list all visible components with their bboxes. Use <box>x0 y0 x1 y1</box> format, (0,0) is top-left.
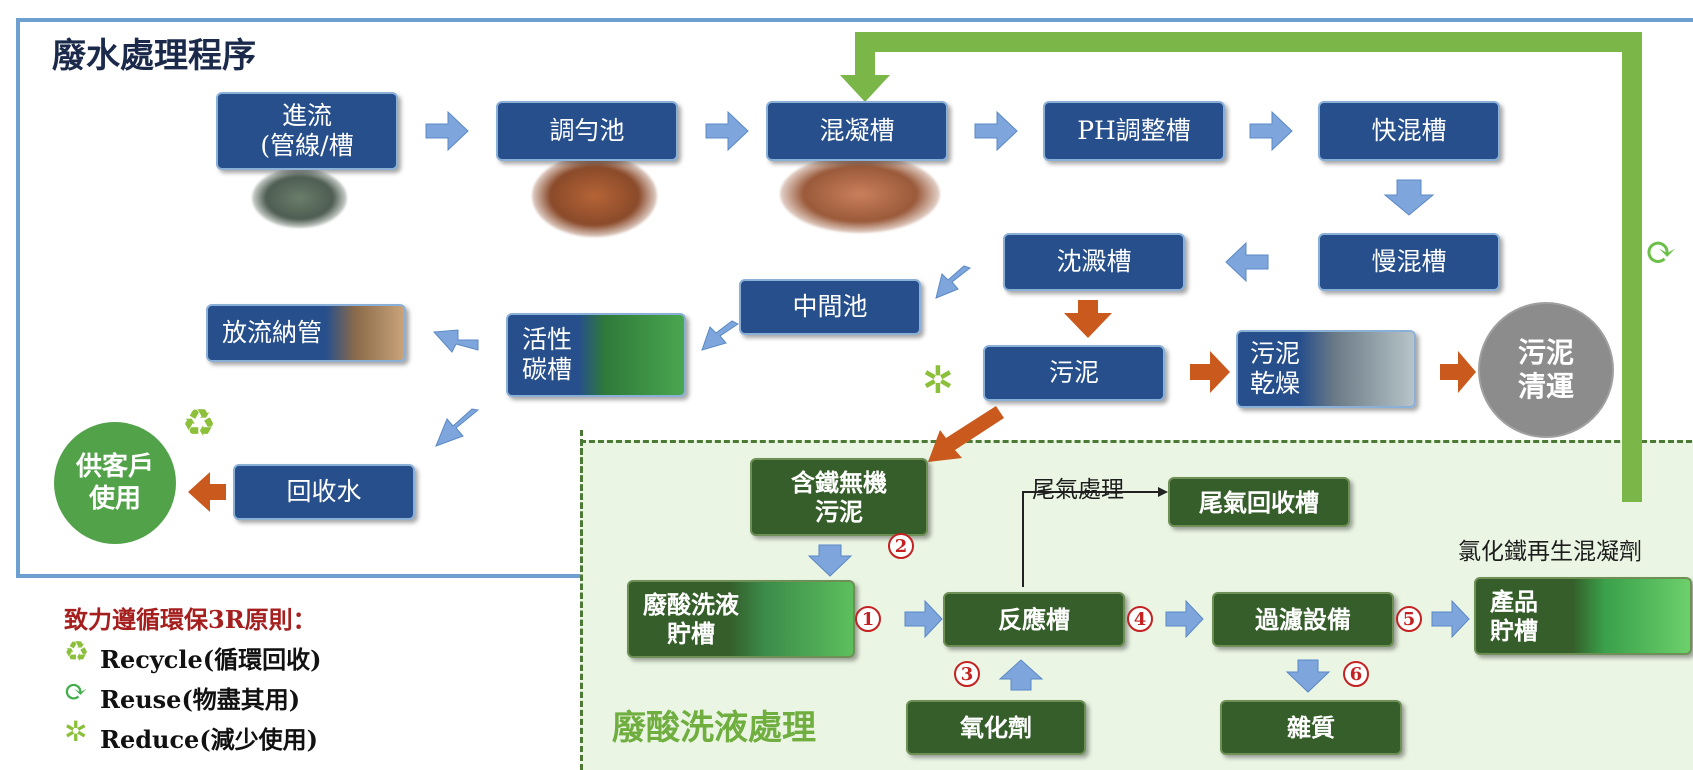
arrow-filter-product <box>1431 599 1470 639</box>
node-coagulation: 混凝槽 <box>766 101 948 161</box>
node-rapid-mix: 快混槽 <box>1318 101 1500 161</box>
node-product: 產品 貯槽 <box>1474 577 1692 655</box>
node-filter: 過濾設備 <box>1212 592 1394 647</box>
step-6-badge: 6 <box>1343 661 1369 687</box>
legend-reuse: Reuse(物盡其用) <box>100 685 301 714</box>
recycle-icon: ♻ <box>182 401 217 445</box>
exhaust-label: 尾氣處理 <box>1032 477 1124 503</box>
node-acid-tank: 廢酸洗液 貯槽 <box>627 580 855 658</box>
arrow-oxidant-reactor <box>998 659 1044 691</box>
arrow-carbon-discharge <box>432 329 479 353</box>
arrow-filter-impurity <box>1285 659 1331 693</box>
equalization-photo <box>532 155 657 237</box>
arrow-slow-sedimentation <box>1225 241 1269 283</box>
node-sludge-dry: 污泥 乾燥 <box>1236 330 1416 408</box>
node-exhaust-tank: 尾氣回收槽 <box>1168 477 1350 527</box>
arrow-intermediate-carbon <box>701 320 739 351</box>
node-sludge: 污泥 <box>983 345 1165 401</box>
arrow-sedimentation-sludge <box>1064 300 1112 338</box>
node-reactor: 反應槽 <box>943 592 1125 647</box>
step-2-badge: 2 <box>888 533 914 559</box>
step-3-badge: 3 <box>954 661 980 687</box>
node-slow-mix: 慢混槽 <box>1318 233 1500 291</box>
node-customer: 供客戶 使用 <box>54 422 176 544</box>
step-5-badge: 5 <box>1396 606 1422 632</box>
product-label: 氯化鐵再生混凝劑 <box>1458 539 1642 565</box>
arrow-acid-tank-reactor <box>904 599 943 639</box>
node-carbon: 活性 碳槽 <box>506 313 686 397</box>
step-4-badge: 4 <box>1127 606 1153 632</box>
node-oxidant: 氧化劑 <box>906 700 1086 755</box>
exhaust-line <box>1022 491 1158 587</box>
arrow-dry-removal <box>1440 351 1476 393</box>
node-discharge: 放流納管 <box>206 304 406 362</box>
arrow-reactor-filter <box>1165 599 1204 639</box>
legend-reduce-icon: ✲ <box>64 715 88 748</box>
node-ph-adjust: PH調整槽 <box>1043 101 1225 161</box>
acid-section-title: 廢酸洗液處理 <box>612 708 816 748</box>
arrow-equalization-coagulation <box>705 110 749 152</box>
arrow-rapid-slow <box>1383 179 1435 216</box>
arrow-recycled-customer <box>188 472 226 512</box>
node-inflow: 進流 (管線/槽 <box>216 92 398 170</box>
node-impurity: 雜質 <box>1220 700 1402 755</box>
node-sludge-removal: 污泥 清運 <box>1478 302 1614 438</box>
node-recycled-water: 回收水 <box>233 464 415 520</box>
arrow-ph-rapid <box>1249 110 1293 152</box>
arrow-coagulation-ph <box>974 110 1018 152</box>
reuse-icon: ⟳ <box>1645 230 1677 274</box>
arrow-inflow-equalization <box>425 110 469 152</box>
inflow-photo <box>252 168 347 228</box>
arrow-sedimentation-intermediate <box>935 265 972 299</box>
step-1-badge: 1 <box>855 606 881 632</box>
legend-recycle: Recycle(循環回收) <box>100 645 322 674</box>
node-intermediate: 中間池 <box>739 279 921 335</box>
reduce-icon: ✲ <box>922 358 954 402</box>
legend-recycle-icon: ♻ <box>64 635 90 668</box>
arrow-iron-acid <box>807 544 853 577</box>
node-sedimentation: 沈澱槽 <box>1003 233 1185 291</box>
legend-reuse-icon: ⟳ <box>64 675 88 708</box>
arrow-sludge-acid <box>928 406 1004 462</box>
legend-heading: 致力遵循環保3R原則： <box>64 605 317 634</box>
arrow-sludge-dry <box>1190 351 1230 393</box>
node-equalization: 調勻池 <box>496 101 678 161</box>
arrow-carbon-recycled <box>435 408 480 447</box>
legend-reduce: Reduce(減少使用) <box>100 725 319 754</box>
acid-panel-left-edge <box>580 430 583 761</box>
node-iron-sludge: 含鐵無機 污泥 <box>750 458 928 536</box>
coagulation-photo <box>780 155 940 233</box>
page-title: 廢水處理程序 <box>52 36 256 76</box>
